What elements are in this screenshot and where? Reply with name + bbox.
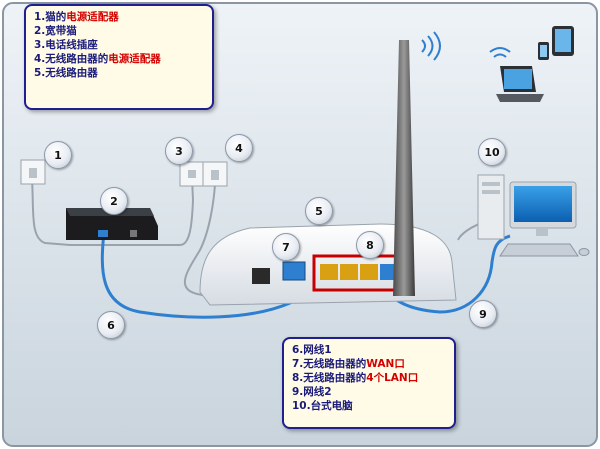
legend-bottom-item-4: 9.网线2 xyxy=(292,385,446,399)
wall-socket-3 xyxy=(179,161,205,187)
wall-socket-1 xyxy=(20,159,46,185)
legend-bottom-item-1-prefix: 6.网线1 xyxy=(292,344,332,356)
badge-7: 7 xyxy=(272,233,300,261)
legend-top-item-2-prefix: 2.宽带猫 xyxy=(34,25,77,37)
legend-bottom-item-3-highlight: 4个LAN口 xyxy=(366,372,419,384)
legend-bottom-item-3-prefix: 8.无线路由器的 xyxy=(292,372,367,384)
badge-10: 10 xyxy=(478,138,506,166)
legend-top-item-1: 1.猫的电源适配器 xyxy=(34,10,204,24)
legend-top-item-2: 2.宽带猫 xyxy=(34,24,204,38)
legend-bottom-item-4-prefix: 9.网线2 xyxy=(292,386,332,398)
wall-socket-4 xyxy=(202,161,228,187)
wireless-devices xyxy=(489,26,574,102)
legend-top-item-3-prefix: 3.电话线插座 xyxy=(34,39,98,51)
legend-top-item-4-prefix: 4.无线路由器的 xyxy=(34,53,109,65)
badge-8: 8 xyxy=(356,231,384,259)
legend-bottom-item-5: 10.台式电脑 xyxy=(292,399,446,413)
badge-1: 1 xyxy=(44,141,72,169)
legend-bottom-item-3: 8.无线路由器的4个LAN口 xyxy=(292,371,446,385)
badge-3: 3 xyxy=(165,137,193,165)
desktop-computer xyxy=(477,174,590,257)
badge-5: 5 xyxy=(305,197,333,225)
legend-top-item-1-prefix: 1.猫的 xyxy=(34,11,67,23)
badge-6: 6 xyxy=(97,311,125,339)
legend-top-item-3: 3.电话线插座 xyxy=(34,38,204,52)
legend-top-item-5-prefix: 5.无线路由器 xyxy=(34,67,98,79)
antenna xyxy=(393,31,441,296)
legend-top-item-4: 4.无线路由器的电源适配器 xyxy=(34,52,204,66)
legend-top-item-1-highlight: 电源适配器 xyxy=(66,11,119,23)
badge-9: 9 xyxy=(469,300,497,328)
legend-bottom-item-1: 6.网线1 xyxy=(292,343,446,357)
badge-2: 2 xyxy=(100,187,128,215)
router xyxy=(199,223,457,306)
legend-top-item-5: 5.无线路由器 xyxy=(34,66,204,80)
legend-bottom-item-2: 7.无线路由器的WAN口 xyxy=(292,357,446,371)
legend-bottom-item-5-prefix: 10.台式电脑 xyxy=(292,400,353,412)
legend-bottom-item-2-prefix: 7.无线路由器的 xyxy=(292,358,367,370)
legend-bottom-item-2-highlight: WAN口 xyxy=(366,358,405,370)
legend-top-item-4-highlight: 电源适配器 xyxy=(108,53,161,65)
badge-4: 4 xyxy=(225,134,253,162)
